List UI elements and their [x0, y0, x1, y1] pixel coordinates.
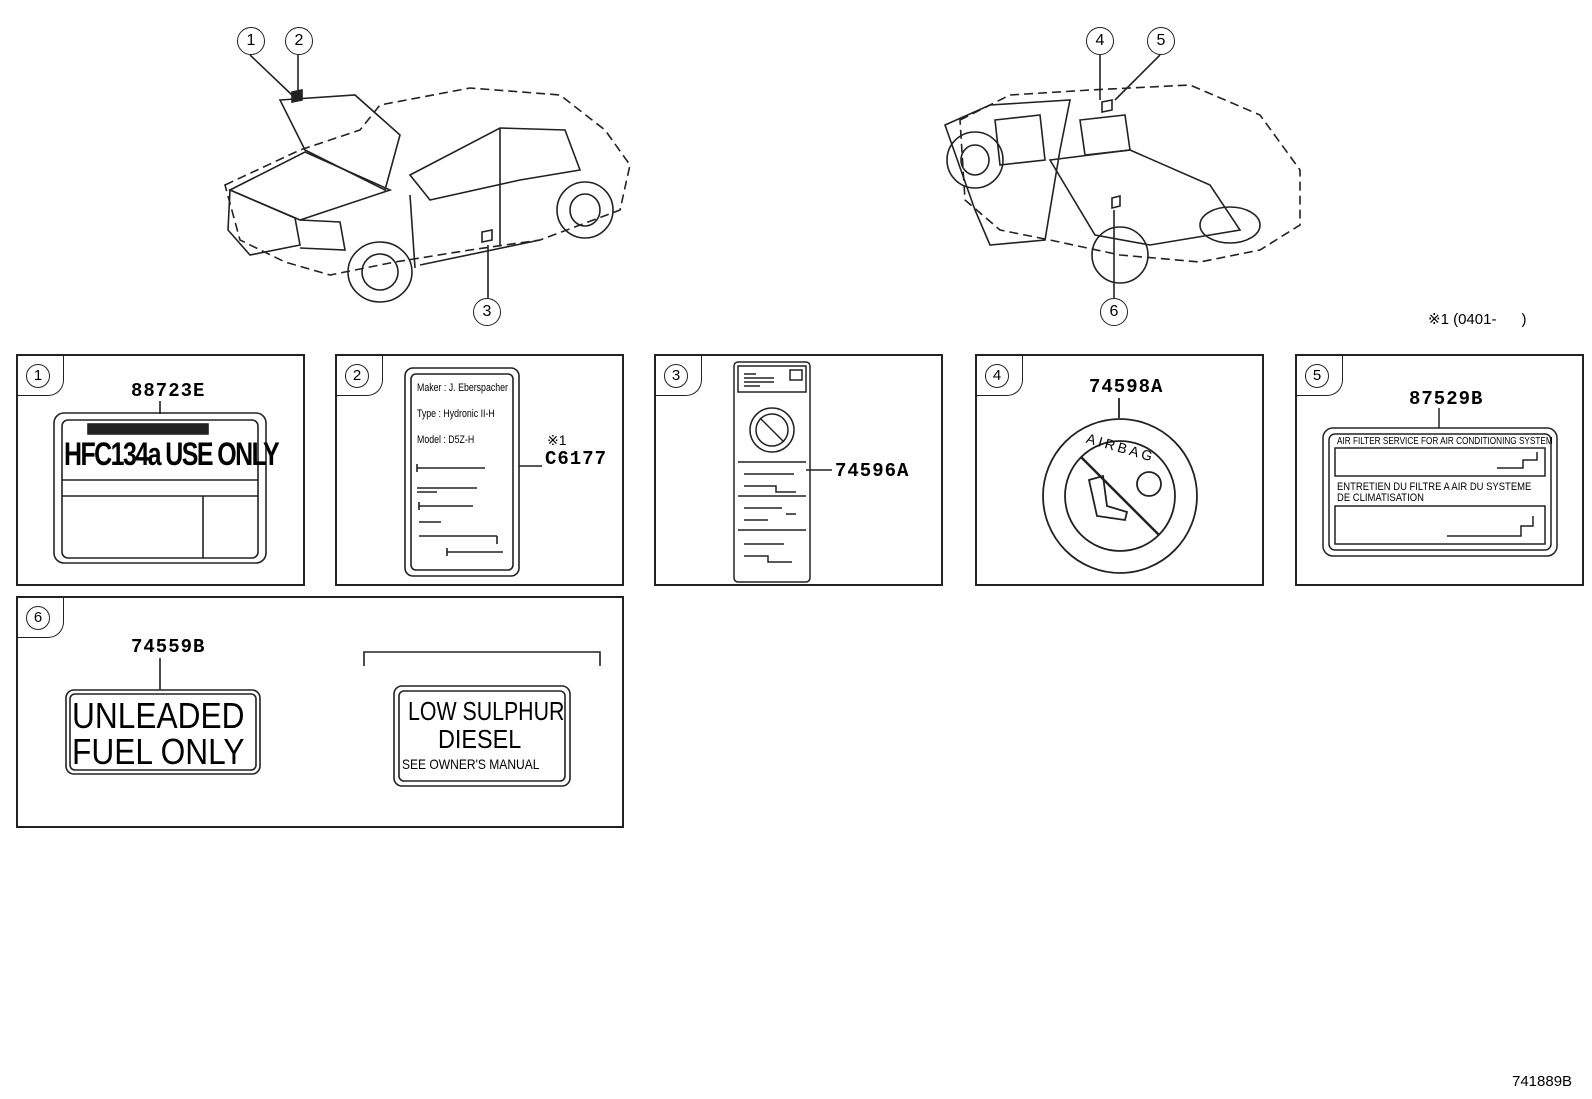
label-outline: [733, 361, 832, 583]
label-b-line-2: DIESEL: [438, 724, 522, 754]
diagram-id: 741889B: [1512, 1073, 1573, 1090]
label-line-3: DE CLIMATISATION: [1337, 492, 1424, 504]
panel-4: 4 74598A AIRBAG: [975, 354, 1264, 586]
label-main-text: HFC134a USE ONLY: [64, 436, 280, 472]
panel-number: 6: [26, 606, 50, 630]
panel-6: 6 74559B UNLEADED FUEL ONLY LOW SULPHUR …: [16, 596, 624, 828]
part-note: ※1: [547, 432, 567, 448]
callout-3: 3: [473, 298, 501, 326]
airbag-emblem: [1042, 398, 1198, 574]
panel-tab: 1: [18, 356, 64, 396]
panel-2: 2 Maker : J. Eberspacher Type : Hydronic…: [335, 354, 624, 586]
panel-number: 1: [26, 364, 50, 388]
panel-3: 3 74596A: [654, 354, 943, 586]
part-number: 74598A: [1089, 376, 1164, 398]
label-line-2: Type : Hydronic II-H: [417, 408, 495, 420]
label-line-1: Maker : J. Eberspacher: [417, 382, 508, 394]
label-outline: [65, 651, 601, 787]
part-number: 74596A: [835, 460, 910, 482]
panel-tab: 6: [18, 598, 64, 638]
panel-number: 4: [985, 364, 1009, 388]
panel-tab: 2: [337, 356, 383, 396]
label-b-line-3: SEE OWNER'S MANUAL: [402, 756, 540, 772]
car-front-illustration: [224, 54, 1301, 303]
panel-number: 3: [664, 364, 688, 388]
panel-5: 5 87529B AIR FILTER SERVICE FOR AIR COND…: [1295, 354, 1584, 586]
label-outline: [53, 401, 267, 564]
callout-1: 1: [237, 27, 265, 55]
callout-5: 5: [1147, 27, 1175, 55]
part-number: 87529B: [1409, 388, 1484, 410]
panel-tab: 5: [1297, 356, 1343, 396]
callout-2: 2: [285, 27, 313, 55]
panel-1: 1 88723E HFC134a USE ONLY: [16, 354, 305, 586]
panel-number: 2: [345, 364, 369, 388]
part-number: 74559B: [131, 636, 206, 658]
label-line-3: Model : D5Z-H: [417, 434, 475, 446]
callout-6: 6: [1100, 298, 1128, 326]
label-outline: [404, 367, 542, 577]
panel-tab: 3: [656, 356, 702, 396]
panel-tab: 4: [977, 356, 1023, 396]
label-line-1: AIR FILTER SERVICE FOR AIR CONDITIONING …: [1337, 436, 1553, 447]
panel-number: 5: [1305, 364, 1329, 388]
label-line-2: ENTRETIEN DU FILTRE A AIR DU SYSTEME: [1337, 481, 1532, 493]
label-a-line-1: UNLEADED: [72, 695, 245, 736]
label-a-line-2: FUEL ONLY: [72, 731, 245, 772]
label-b-line-1: LOW SULPHUR: [408, 696, 565, 726]
label-outline: [1322, 408, 1558, 557]
header-note: ※1 (0401- ): [1428, 311, 1527, 328]
part-number: 88723E: [131, 380, 206, 402]
part-number: C6177: [545, 448, 608, 470]
callout-4: 4: [1086, 27, 1114, 55]
